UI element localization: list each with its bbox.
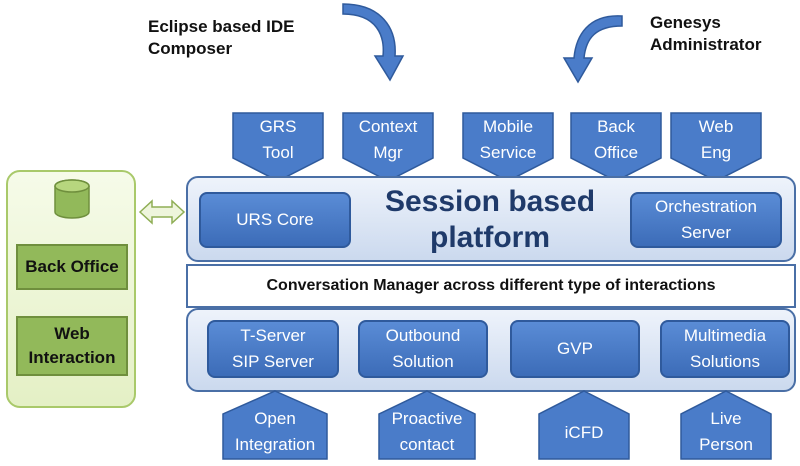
context-mgr-label: Context Mgr [358, 117, 418, 162]
outbound-box: Outbound Solution [358, 320, 488, 378]
outbound-label: Outbound Solution [385, 326, 461, 371]
grs-tool-tab: GRS Tool [232, 112, 324, 182]
conversation-manager-bar: Conversation Manager across different ty… [186, 264, 796, 308]
urs-core-box: URS Core [199, 192, 351, 248]
proactive-contact-label: Proactive contact [391, 409, 463, 454]
tserver-label: T-Server SIP Server [232, 326, 314, 371]
multimedia-box: Multimedia Solutions [660, 320, 790, 378]
platform-title: Session based platform [384, 185, 596, 254]
live-person-label: Live Person [699, 409, 753, 454]
web-interaction-box: Web Interaction [16, 316, 128, 376]
web-eng-tab: Web Eng [670, 112, 762, 182]
ide-label: Eclipse based IDE Composer [148, 17, 295, 58]
web-interaction-label: Web Interaction [28, 324, 116, 367]
gvp-label: GVP [557, 339, 593, 358]
database-icon [54, 179, 90, 219]
context-mgr-tab: Context Mgr [342, 112, 434, 182]
admin-arrow-icon [562, 15, 623, 84]
orchestration-server-label: Orchestration Server [654, 197, 758, 242]
admin-label: Genesys Administrator [650, 13, 762, 54]
double-arrow-icon [138, 199, 186, 225]
live-person-tab: Live Person [680, 390, 772, 460]
ide-arrow-icon [342, 3, 405, 82]
gvp-box: GVP [510, 320, 640, 378]
mobile-service-tab: Mobile Service [462, 112, 554, 182]
back-office-tab: Back Office [570, 112, 662, 182]
proactive-contact-tab: Proactive contact [378, 390, 476, 460]
back-office-label: Back Office [593, 117, 639, 162]
grs-tool-label: GRS Tool [259, 117, 297, 162]
urs-core-label: URS Core [236, 210, 314, 229]
back-office-box-label: Back Office [25, 257, 119, 276]
icfd-tab: iCFD [538, 390, 630, 460]
back-office-box: Back Office [16, 244, 128, 290]
web-eng-label: Web Eng [698, 117, 734, 162]
tserver-box: T-Server SIP Server [207, 320, 339, 378]
open-integration-label: Open Integration [234, 409, 316, 454]
orchestration-server-box: Orchestration Server [630, 192, 782, 248]
icfd-label: iCFD [564, 423, 604, 442]
mobile-service-label: Mobile Service [479, 117, 537, 162]
multimedia-label: Multimedia Solutions [683, 326, 767, 371]
open-integration-tab: Open Integration [222, 390, 328, 460]
